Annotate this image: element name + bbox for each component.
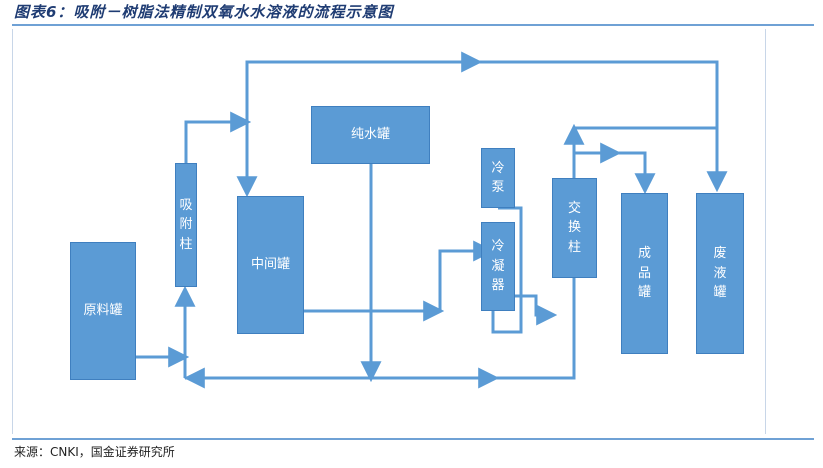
title-divider: [12, 24, 814, 26]
intermediate-tank: 中间罐: [237, 196, 304, 334]
adsorption-column: 吸附柱: [175, 163, 197, 287]
diagram-frame: [12, 29, 766, 434]
raw-material-tank: 原料罐: [70, 242, 136, 380]
flow-line: [185, 330, 576, 380]
flow-line: [515, 294, 558, 326]
exchange-column: 交换柱: [552, 178, 597, 278]
figure-title: 图表6：吸附－树脂法精制双氧水水溶液的流程示意图: [14, 3, 394, 21]
cooling-pump: 冷泵: [481, 148, 515, 208]
bottom-divider: [12, 438, 814, 440]
pure-water-tank: 纯水罐: [311, 106, 430, 164]
flow-line: [184, 111, 252, 163]
flow-line: [491, 206, 523, 334]
condenser: 冷凝器: [481, 222, 515, 311]
flow-line: [617, 151, 656, 195]
product-tank: 成品罐: [621, 193, 668, 354]
waste-liquid-tank: 废液罐: [696, 193, 744, 354]
flow-line: [438, 240, 495, 311]
source-note: 来源：CNKI，国金证券研究所: [14, 445, 175, 459]
